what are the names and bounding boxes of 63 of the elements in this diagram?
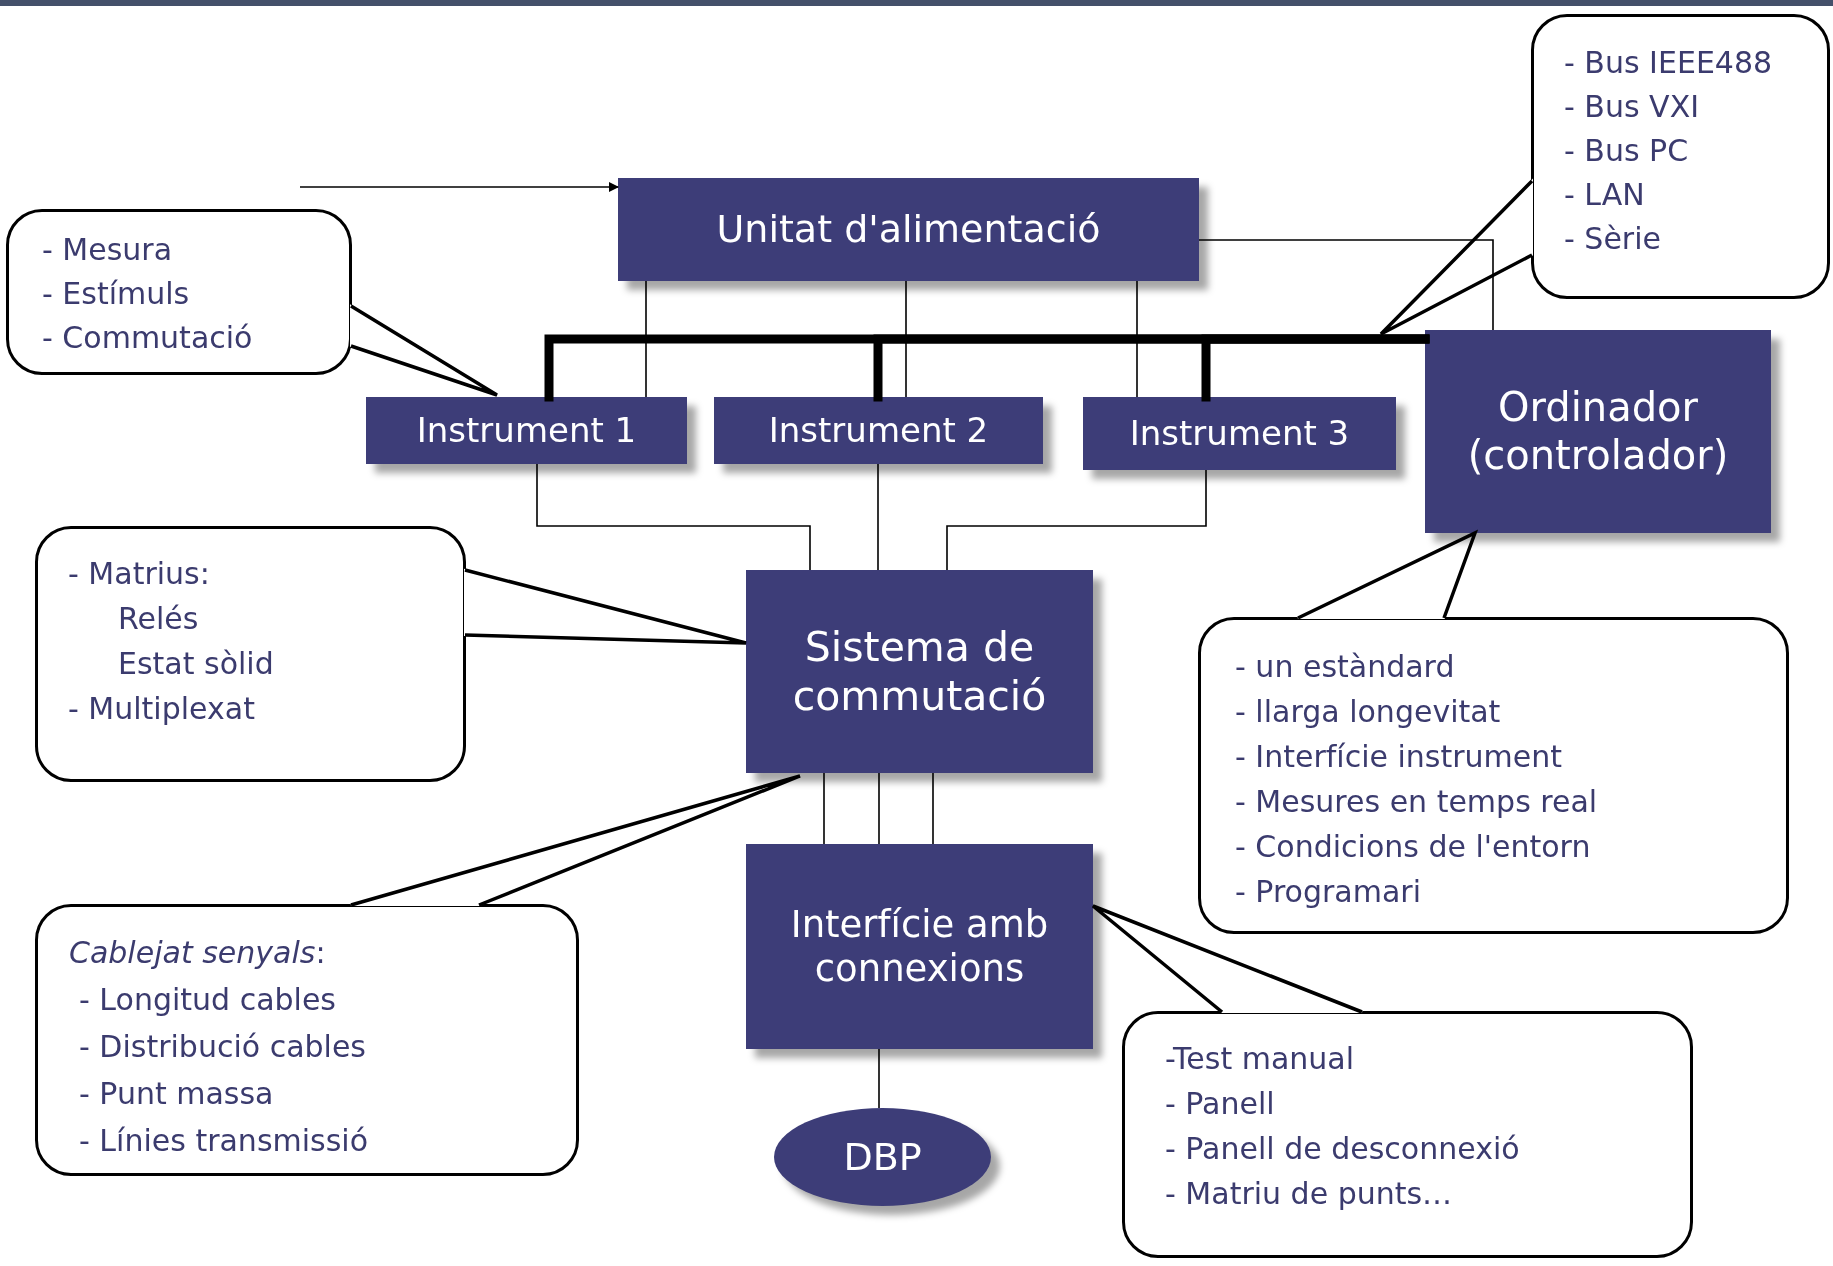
box-label: Interfície amb connexions xyxy=(789,902,1050,991)
list-item: - Panell de desconnexió xyxy=(1165,1130,1520,1168)
connector-line xyxy=(946,469,1207,571)
callout-bubble xyxy=(1531,14,1830,299)
list-item: - LAN xyxy=(1564,176,1645,214)
connector-line xyxy=(1198,239,1494,331)
box-label: Ordinador (controlador) xyxy=(1466,384,1730,479)
list-item: - Interfície instrument xyxy=(1235,738,1563,776)
connector-line xyxy=(878,772,880,845)
list-item: - Punt massa xyxy=(78,1075,274,1113)
list-item: - Matriu de punts… xyxy=(1165,1175,1453,1213)
connector-line xyxy=(299,182,619,192)
process-box xyxy=(618,178,1199,281)
list-item: Cablejat senyals: xyxy=(69,934,326,972)
connector-line xyxy=(645,280,647,398)
list-item: -Test manual xyxy=(1165,1040,1355,1078)
list-item: - Mesura xyxy=(42,231,173,269)
box-label: Instrument 1 xyxy=(415,410,638,451)
process-box xyxy=(1425,330,1771,533)
list-item: - Mesures en temps real xyxy=(1235,783,1598,821)
list-item: - Distribució cables xyxy=(78,1028,366,1066)
list-item: - llarga longevitat xyxy=(1235,693,1501,731)
process-box xyxy=(746,844,1093,1049)
connector-line xyxy=(536,463,811,571)
callout-tail xyxy=(349,304,499,397)
box-label: Instrument 3 xyxy=(1128,413,1351,454)
box-label: Unitat d'alimentació xyxy=(715,207,1102,252)
callout-tail xyxy=(349,774,802,907)
list-item: - Bus IEEE488 xyxy=(1564,44,1773,82)
callout-bubble xyxy=(6,209,352,375)
list-item: - Bus PC xyxy=(1564,132,1689,170)
bus-line xyxy=(1201,334,1430,402)
list-item: Estat sòlid xyxy=(117,645,274,683)
process-box xyxy=(714,397,1043,464)
connector-line xyxy=(1136,280,1138,398)
process-box xyxy=(1083,397,1396,470)
process-box xyxy=(366,397,687,464)
list-item: - Programari xyxy=(1235,873,1421,911)
list-item: - Condicions de l'entorn xyxy=(1235,828,1591,866)
box-label: Sistema de commutació xyxy=(791,623,1048,720)
list-item: - Bus VXI xyxy=(1564,88,1700,126)
list-item: - Multiplexat xyxy=(68,690,255,728)
callout-tail xyxy=(1379,179,1534,336)
list-item: - Estímuls xyxy=(42,275,190,313)
connector-line xyxy=(878,1048,880,1109)
connector-line xyxy=(932,772,934,845)
process-box xyxy=(746,570,1093,773)
box-label: DBP xyxy=(842,1134,923,1180)
list-item: Relés xyxy=(117,600,199,638)
list-item: - Longitud cables xyxy=(78,981,336,1019)
box-label: Instrument 2 xyxy=(767,410,990,451)
list-item: - Línies transmissió xyxy=(78,1122,368,1160)
list-item: - Matrius: xyxy=(68,555,210,593)
callout-tail xyxy=(463,568,748,645)
list-item: - Sèrie xyxy=(1564,220,1661,258)
connector-line xyxy=(823,772,825,845)
callout-bubble xyxy=(35,526,466,782)
list-item: - un estàndard xyxy=(1235,648,1455,686)
connector-line xyxy=(877,463,879,571)
list-item: - Commutació xyxy=(42,319,253,357)
connector-line xyxy=(905,280,907,398)
callout-bubble xyxy=(1198,617,1789,934)
list-item: - Panell xyxy=(1165,1085,1275,1123)
